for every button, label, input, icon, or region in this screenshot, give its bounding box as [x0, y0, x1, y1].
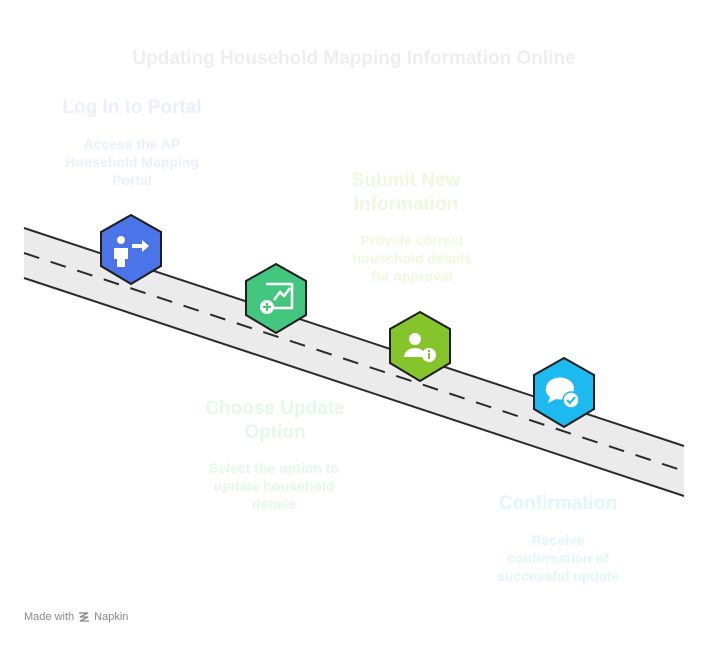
diagram-title: Updating Household Mapping Information O… [132, 48, 576, 69]
step-2-description: Select the option to update household de… [209, 460, 339, 512]
step-1-description: Access the AP Household Mapping Portal [65, 136, 199, 188]
road-center-dashes [23, 252, 685, 472]
napkin-logo-icon [79, 612, 90, 622]
napkin-brand-label: Napkin [94, 611, 129, 623]
step-4-marker [533, 356, 595, 429]
edit-add-icon [260, 282, 294, 314]
step-2-marker [245, 262, 307, 335]
road-edge-bottom [23, 277, 685, 497]
person-arrow-icon [114, 236, 149, 267]
hexagon-shape [389, 310, 451, 383]
chat-check-icon [545, 377, 580, 409]
step-4-title: Confirmation [498, 493, 618, 514]
hexagon-shape [100, 213, 162, 286]
step-4-description: Receive confirmation of successful updat… [496, 532, 620, 584]
step-3-description: Provide correct household details for ap… [352, 232, 472, 284]
footer-attribution: Made with Napkin [24, 611, 128, 623]
user-info-icon [404, 333, 436, 362]
step-1-title: Log In to Portal [62, 97, 202, 118]
step-3-title: Submit New Information [351, 170, 461, 215]
step-1-marker [100, 213, 162, 286]
made-with-label: Made with [24, 611, 75, 623]
step-3-marker [389, 310, 451, 383]
step-2-title: Choose Update Option [205, 398, 345, 443]
